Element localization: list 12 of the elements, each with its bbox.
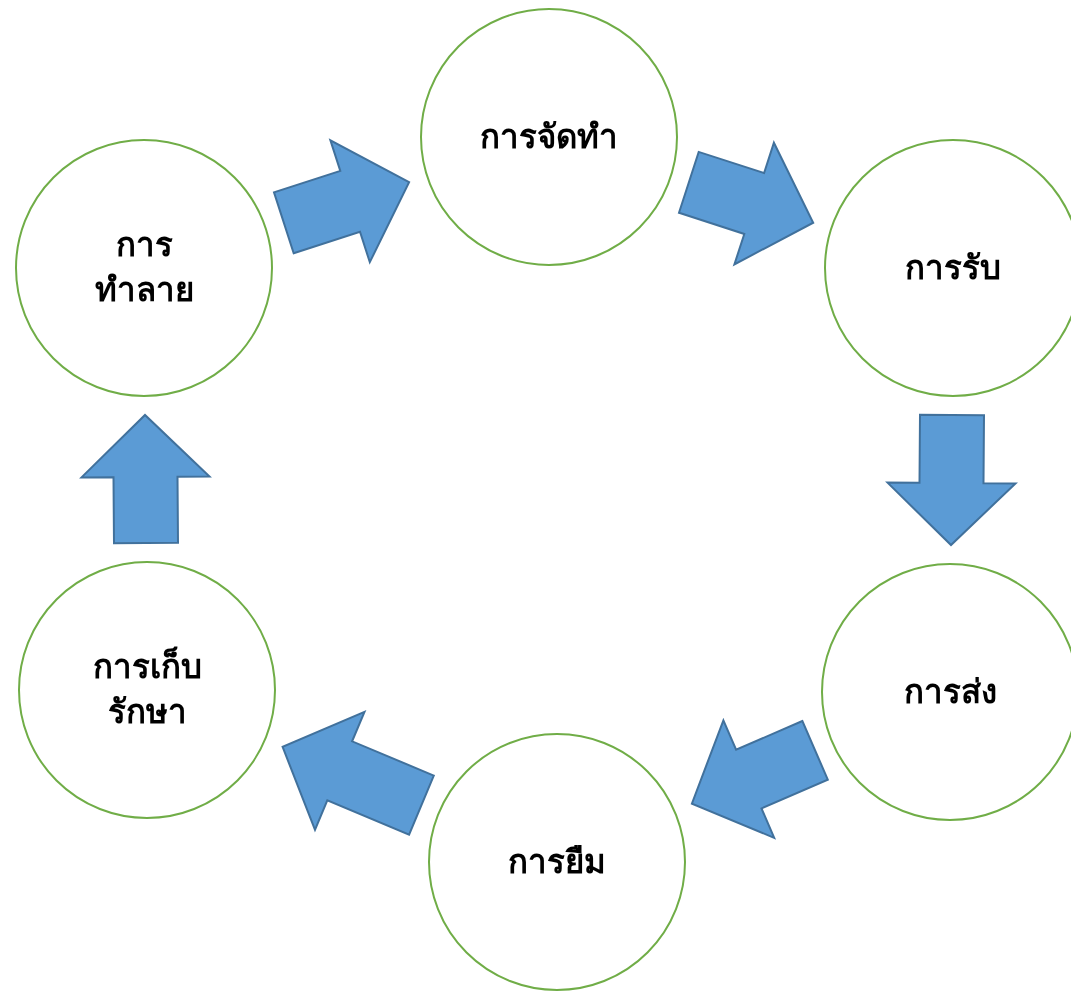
block-arrow bbox=[885, 413, 1018, 547]
circle-label: การส่ง bbox=[903, 670, 997, 713]
block-arrow bbox=[281, 709, 436, 836]
block-arrow bbox=[677, 140, 815, 267]
block-arrow bbox=[79, 413, 212, 545]
circle-label: การทำลาย bbox=[93, 224, 195, 311]
circle-label: การเก็บรักษา bbox=[91, 645, 203, 733]
block-arrow bbox=[690, 717, 830, 840]
circle-label: การรับ bbox=[905, 246, 1001, 289]
circle-label: การจัดทำ bbox=[480, 115, 618, 158]
block-arrow bbox=[272, 138, 411, 265]
circle-label: การยืม bbox=[508, 840, 606, 883]
